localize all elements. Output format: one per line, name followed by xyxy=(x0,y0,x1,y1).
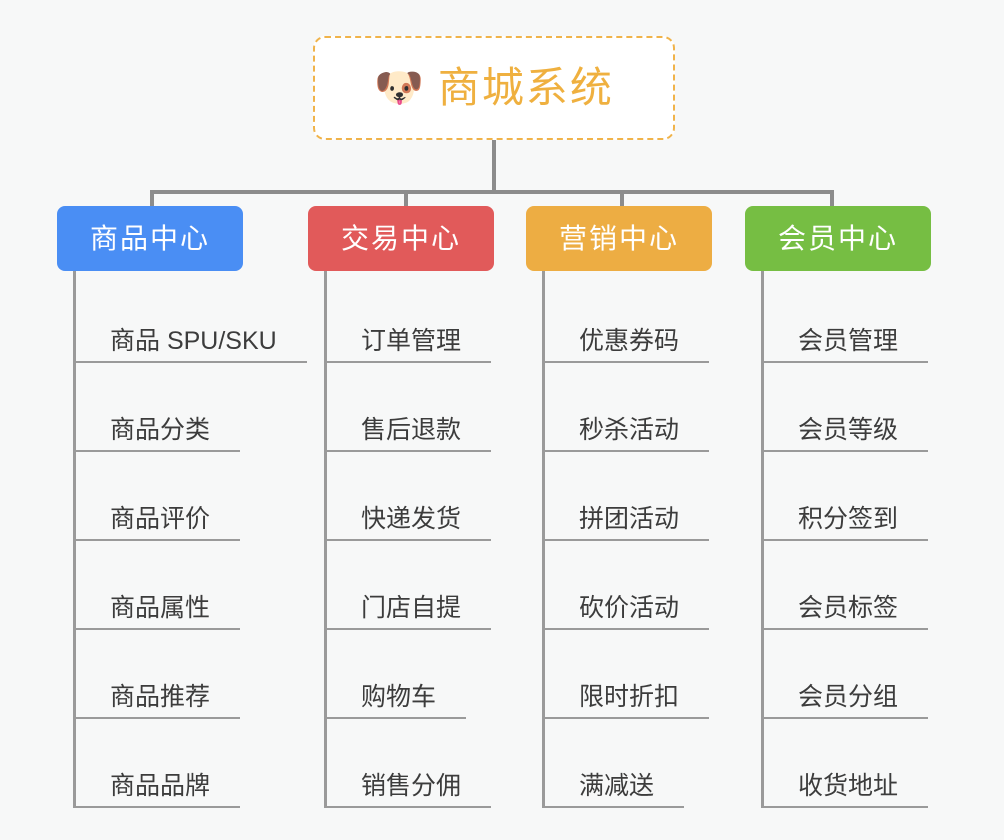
list-item[interactable]: 会员标签 xyxy=(764,541,931,630)
list-item[interactable]: 积分签到 xyxy=(764,452,931,541)
list-item[interactable]: 砍价活动 xyxy=(545,541,712,630)
leaf-label: 商品评价 xyxy=(76,505,241,541)
leaf-label: 满减送 xyxy=(545,772,685,808)
list-item[interactable]: 销售分佣 xyxy=(327,719,494,808)
category-node-marketing-center[interactable]: 营销中心 xyxy=(526,206,712,271)
leaf-trunk: 会员管理 会员等级 积分签到 会员标签 会员分组 收货地址 xyxy=(761,271,931,808)
list-item[interactable]: 会员管理 xyxy=(764,274,931,363)
leaf-label: 收货地址 xyxy=(764,772,929,808)
leaf-label: 秒杀活动 xyxy=(545,416,710,452)
connector-drop-4 xyxy=(830,190,834,212)
category-label: 营销中心 xyxy=(558,222,679,254)
leaf-label: 商品分类 xyxy=(76,416,241,452)
leaf-label: 拼团活动 xyxy=(545,505,710,541)
list-item[interactable]: 优惠券码 xyxy=(545,274,712,363)
list-item[interactable]: 会员等级 xyxy=(764,363,931,452)
list-item[interactable]: 订单管理 xyxy=(327,274,494,363)
root-node[interactable]: 🐶 商城系统 xyxy=(313,36,675,140)
leaf-label: 门店自提 xyxy=(327,594,492,630)
leaf-trunk: 优惠券码 秒杀活动 拼团活动 砍价活动 限时折扣 满减送 xyxy=(542,271,712,808)
connector-drop-1 xyxy=(150,190,154,212)
list-item[interactable]: 满减送 xyxy=(545,719,712,808)
connector-drop-2 xyxy=(404,190,408,212)
leaf-label: 商品 SPU/SKU xyxy=(76,327,307,363)
list-item[interactable]: 商品品牌 xyxy=(76,719,307,808)
leaf-label: 会员标签 xyxy=(764,594,929,630)
leaf-label: 砍价活动 xyxy=(545,594,710,630)
root-title: 商城系统 xyxy=(437,64,614,111)
category-node-member-center[interactable]: 会员中心 xyxy=(745,206,931,271)
branch-column-member-center: 会员中心 会员管理 会员等级 积分签到 会员标签 会员分组 收货地址 xyxy=(745,206,931,808)
category-label: 商品中心 xyxy=(89,222,210,254)
leaf-label: 优惠券码 xyxy=(545,327,710,363)
list-item[interactable]: 会员分组 xyxy=(764,630,931,719)
category-label: 交易中心 xyxy=(340,222,461,254)
category-node-product-center[interactable]: 商品中心 xyxy=(57,206,243,271)
leaf-label: 积分签到 xyxy=(764,505,929,541)
list-item[interactable]: 购物车 xyxy=(327,630,494,719)
leaf-label: 商品品牌 xyxy=(76,772,241,808)
leaf-label: 购物车 xyxy=(327,683,467,719)
leaf-trunk: 订单管理 售后退款 快递发货 门店自提 购物车 销售分佣 xyxy=(324,271,494,808)
list-item[interactable]: 商品推荐 xyxy=(76,630,307,719)
leaf-label: 售后退款 xyxy=(327,416,492,452)
connector-root-stem xyxy=(492,140,496,192)
leaf-label: 限时折扣 xyxy=(545,683,710,719)
leaf-label: 快递发货 xyxy=(327,505,492,541)
leaf-label: 会员分组 xyxy=(764,683,929,719)
list-item[interactable]: 秒杀活动 xyxy=(545,363,712,452)
list-item[interactable]: 商品 SPU/SKU xyxy=(76,274,307,363)
list-item[interactable]: 拼团活动 xyxy=(545,452,712,541)
leaf-label: 会员等级 xyxy=(764,416,929,452)
leaf-label: 商品属性 xyxy=(76,594,241,630)
list-item[interactable]: 限时折扣 xyxy=(545,630,712,719)
list-item[interactable]: 商品评价 xyxy=(76,452,307,541)
leaf-label: 订单管理 xyxy=(327,327,492,363)
list-item[interactable]: 收货地址 xyxy=(764,719,931,808)
list-item[interactable]: 快递发货 xyxy=(327,452,494,541)
branch-column-marketing-center: 营销中心 优惠券码 秒杀活动 拼团活动 砍价活动 限时折扣 满减送 xyxy=(526,206,712,808)
connector-horizontal-bus xyxy=(150,190,834,194)
list-item[interactable]: 商品属性 xyxy=(76,541,307,630)
list-item[interactable]: 门店自提 xyxy=(327,541,494,630)
category-label: 会员中心 xyxy=(777,222,898,254)
list-item[interactable]: 售后退款 xyxy=(327,363,494,452)
connector-drop-3 xyxy=(620,190,624,212)
category-node-trade-center[interactable]: 交易中心 xyxy=(308,206,494,271)
branch-column-trade-center: 交易中心 订单管理 售后退款 快递发货 门店自提 购物车 销售分佣 xyxy=(308,206,494,808)
leaf-label: 销售分佣 xyxy=(327,772,492,808)
branch-column-product-center: 商品中心 商品 SPU/SKU 商品分类 商品评价 商品属性 商品推荐 商品品牌 xyxy=(57,206,307,808)
leaf-trunk: 商品 SPU/SKU 商品分类 商品评价 商品属性 商品推荐 商品品牌 xyxy=(73,271,307,808)
leaf-label: 商品推荐 xyxy=(76,683,241,719)
leaf-label: 会员管理 xyxy=(764,327,929,363)
list-item[interactable]: 商品分类 xyxy=(76,363,307,452)
dog-face-icon: 🐶 xyxy=(374,66,424,110)
